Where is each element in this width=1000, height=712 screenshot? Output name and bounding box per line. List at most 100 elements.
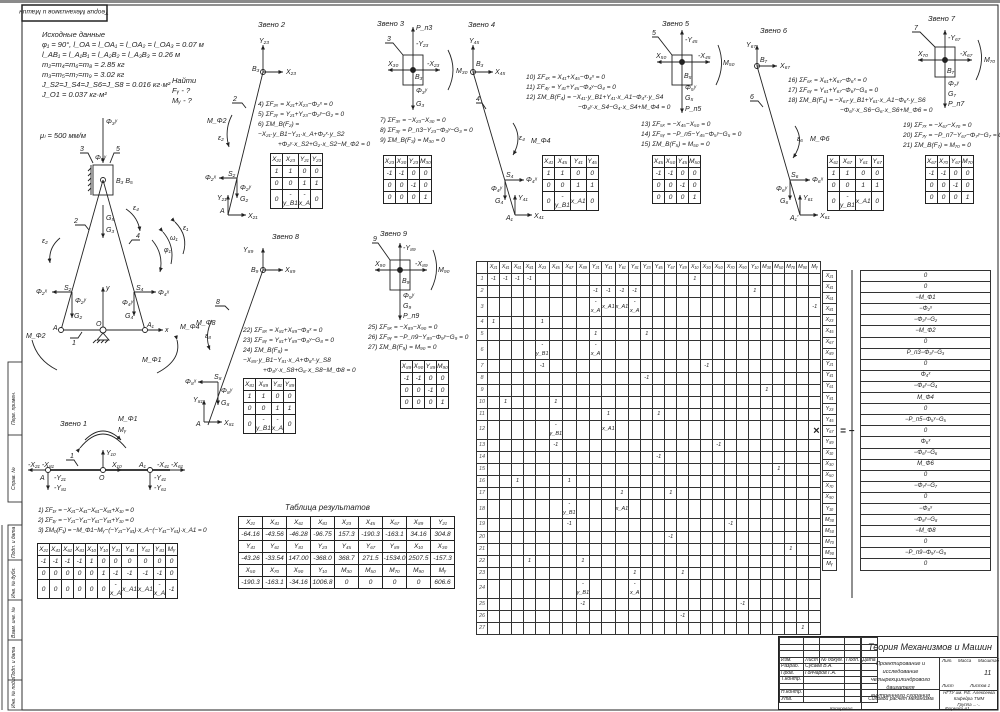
matrix-cell [676,542,690,556]
matrix-cell [772,609,786,624]
label: 2 [73,218,78,225]
matrix-row-number: 13 [476,438,488,453]
matrix-cell [808,609,822,624]
matrix-cell [523,438,536,453]
matrix-cell [499,371,512,385]
matrix-cell [640,578,654,599]
role-label: Н.контр. [778,689,805,697]
matrix-cell [808,371,822,385]
label: Y₁₀ [106,450,116,457]
matrix-column-header: M₇₀ [784,260,798,275]
matrix-cell [628,463,642,477]
matrix-cell [700,609,714,624]
matrix-column-header: X₄₁ [499,260,512,275]
matrix-cell [760,451,774,465]
matrix-cell: -1 [535,359,550,373]
table-cell: 0 [407,191,420,204]
matrix-cell [712,542,726,556]
rhs-row: Φ₆ˣ [860,436,991,449]
matrix-cell [736,518,750,532]
matrix-cell [796,487,810,501]
matrix-cell [676,530,690,544]
label: Φ₂ˣ [36,289,48,296]
matrix-cell [652,578,666,599]
matrix-cell [640,554,654,568]
matrix-cell [772,566,786,580]
matrix-cell [575,530,591,544]
matrix-cell [664,395,678,409]
column-header: X₈₉ [255,378,272,391]
table-cell: 1 [297,177,312,190]
matrix-row: 14-1 [476,451,822,465]
matrix-cell [700,499,714,520]
matrix-cell [772,475,786,489]
matrix-row-number: 6 [476,340,488,361]
matrix-cell [601,395,616,409]
matrix-cell [676,554,690,568]
matrix-cell [575,566,591,580]
label: G₄ [125,313,133,320]
matrix-cell [760,297,774,318]
matrix-cell [808,316,822,330]
table-cell: 0 [121,555,139,568]
matrix-cell: x_A1 [601,297,616,318]
matrix-cell [575,383,591,397]
role-row: Н.контр. [778,689,878,697]
initial-data-heading: Исходные данные [42,30,106,39]
label: Y₄₅ [469,38,479,45]
rhs-row: 0 [860,269,991,283]
matrix-cell [724,316,738,330]
matrix-cell [548,316,564,330]
matrix-cell [575,316,591,330]
table-cell: 0 [542,179,555,192]
matrix-cell: -1 [487,273,500,287]
label: A₁ [138,462,147,469]
matrix-cell: 1 [640,328,654,342]
matrix-cell [796,475,810,489]
matrix-cell: -1 [652,451,666,465]
matrix-cell [562,340,577,361]
matrix-cell [688,597,702,611]
matrix-cell [535,542,550,556]
matrix-cell [511,359,524,373]
rhs-cell: 0 [860,491,991,504]
role-row: Пров.Гончаров Г.А. [778,669,878,677]
vector-row: X₆₇ [822,336,837,349]
matrix-cell [614,395,630,409]
equation: 16) ΣF₆ₓ = X₆₁+X₆₇−Φ₆ˣ = 0 [788,77,867,84]
matrix-cell [784,395,798,409]
label: A [39,475,45,482]
column-header: Y₂₁ [108,543,123,556]
label: G₈ [221,400,229,407]
matrix-cell [562,316,577,330]
equation: 10) ΣF₄ₓ = X₄₁+X₄₅−Φ₄ˣ = 0 [526,74,605,81]
matrix-cell [589,383,603,397]
unknown-cell: X₉₀ [822,491,837,504]
matrix-cell [700,518,714,532]
link-9-labels: Звено 9 -Y₈₉ X₉₀ -X₈₉ B₉ 9 M₉₀ Φ₉ʸ G₉ P_… [373,229,450,320]
matrix-cell: -x_A [589,340,603,361]
matrix-cell [772,542,786,556]
matrix-cell: 1 [575,554,591,568]
matrix-cell [511,395,524,409]
matrix-cell [640,597,654,611]
table-cell: 0 [310,189,324,209]
matrix-cell [628,597,642,611]
label: 3 [80,146,84,153]
matrix-cell [784,463,798,477]
matrix-row-number: 21 [476,542,488,556]
table-cell: 0 [37,567,50,580]
matrix-cell [511,371,524,385]
table-cell: -1 [652,167,665,180]
matrix-cell [535,597,550,611]
matrix-cell [640,383,654,397]
table-cell: 1 [542,167,555,180]
